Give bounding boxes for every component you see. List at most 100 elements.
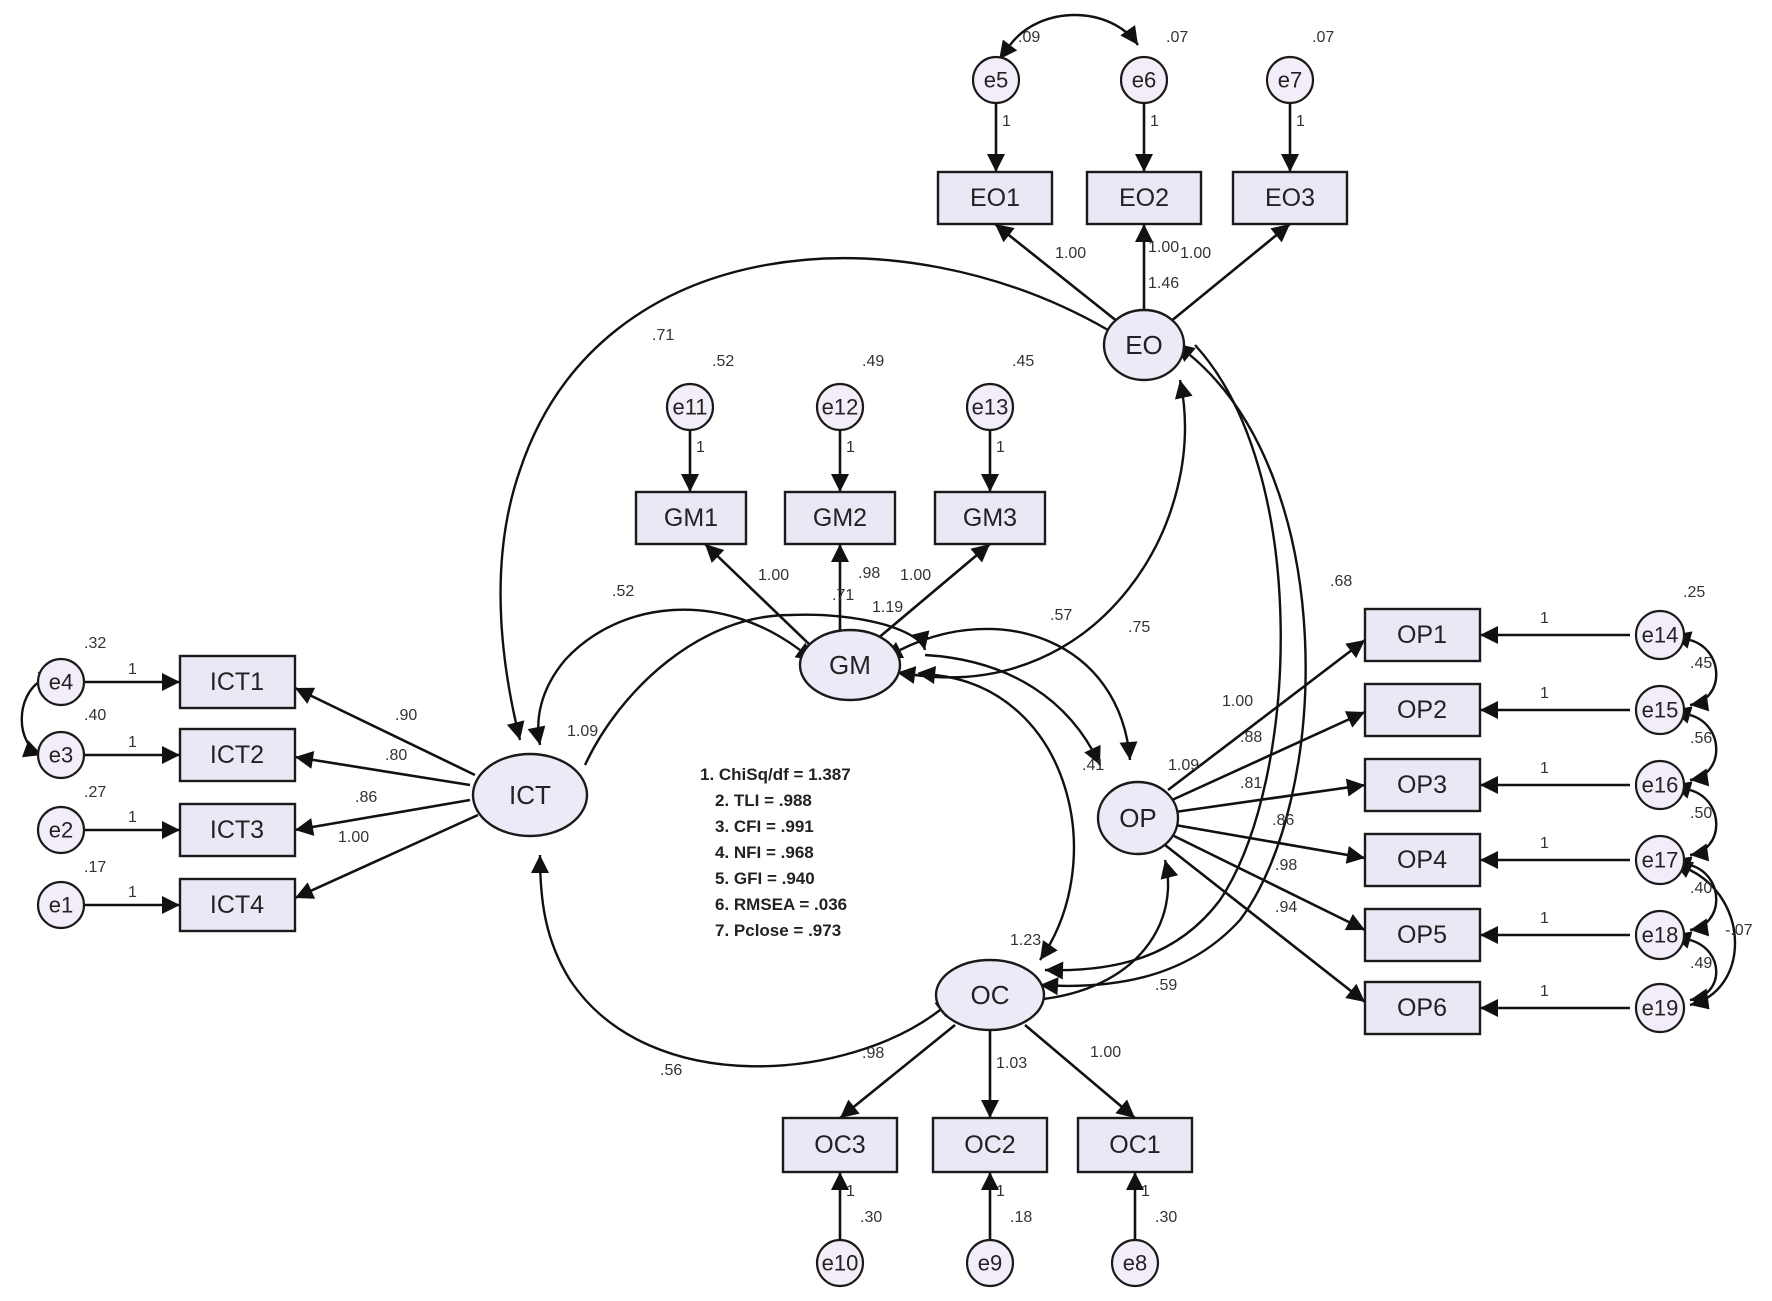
error-e6: e6	[1119, 55, 1169, 105]
error-e13: e13	[965, 382, 1015, 432]
fixed-e12: 1	[846, 439, 855, 456]
indicator-op3: OP3	[1363, 757, 1482, 813]
loading-eo1: 1.00	[1055, 245, 1086, 262]
loading-ict1: .90	[395, 707, 417, 724]
cov-e15-e16	[1672, 706, 1718, 787]
indicator-op6: OP6	[1363, 980, 1482, 1036]
path-op-op3	[1174, 778, 1366, 814]
latent-oc: OC	[934, 958, 1046, 1032]
error-e2: e2	[36, 805, 86, 855]
indicator-op4-label: OP4	[1397, 846, 1447, 874]
latent-eo: EO	[1102, 308, 1186, 382]
error-e2-label: e2	[49, 818, 73, 843]
loading-op5: .98	[1275, 857, 1297, 874]
weight-labels: .09 .07 .07 .52 .49 .45 .32 .40 .27 .17 …	[84, 29, 1753, 1226]
fixed-e14: 1	[1540, 610, 1549, 627]
fixed-e16: 1	[1540, 760, 1549, 777]
fit-chisq: 1. ChiSq/df = 1.387	[700, 765, 851, 784]
cov-e17-e18	[1672, 856, 1718, 937]
loading-oc1: 1.00	[1090, 1044, 1121, 1061]
error-e11-label: e11	[672, 395, 707, 420]
fixed-e7: 1	[1296, 113, 1305, 130]
indicator-eo3: EO3	[1231, 170, 1349, 226]
indicator-ict3-label: ICT3	[210, 816, 264, 844]
ecov-e17-e19: -.07	[1725, 922, 1753, 939]
indicator-ict1: ICT1	[178, 654, 297, 710]
cov-e17-e19	[1673, 861, 1737, 1010]
loading-op2: .88	[1240, 729, 1262, 746]
path-ict-ict3	[294, 798, 471, 836]
var-e1: .17	[84, 859, 106, 876]
latent-ict-label: ICT	[509, 780, 551, 810]
indicator-op1: OP1	[1363, 607, 1482, 663]
indicator-gm1: GM1	[634, 490, 748, 546]
latent-gm: GM	[798, 628, 902, 702]
var-e9: .18	[1010, 1209, 1032, 1226]
error-e11: e11	[665, 382, 715, 432]
indicator-gm3-label: GM3	[963, 504, 1017, 532]
cov-label-gm-mid: 1.19	[872, 599, 903, 616]
latent-gm-label: GM	[829, 650, 871, 680]
cov-eo-oc-2	[1044, 344, 1282, 980]
indicator-eo1: EO1	[936, 170, 1054, 226]
indicator-op4: OP4	[1363, 832, 1482, 888]
error-e9-label: e9	[978, 1251, 1002, 1276]
latent-covariances	[499, 257, 1307, 1068]
var-e5: .09	[1018, 29, 1040, 46]
cov-label-gm-eo: .75	[1128, 619, 1150, 636]
cov-gm-op-2	[924, 653, 1102, 766]
fit-rmsea: 6. RMSEA = .036	[715, 895, 847, 914]
ecov-e17-e18: .40	[1690, 880, 1712, 897]
cov-label-gm-var: .71	[832, 587, 854, 604]
indicator-oc2: OC2	[931, 1116, 1049, 1174]
cov-e16-e17	[1672, 781, 1718, 862]
path-op-op5	[1171, 833, 1366, 932]
cov-label-eo-ict: .71	[652, 327, 674, 344]
error-e3: e3	[36, 730, 86, 780]
latent-ict: ICT	[471, 752, 589, 838]
path-op-op6	[1164, 843, 1366, 1004]
var-e4: .32	[84, 635, 106, 652]
indicator-ict2-label: ICT2	[210, 741, 264, 769]
error-e7-label: e7	[1278, 68, 1302, 93]
var-e11: .52	[712, 353, 734, 370]
fit-indices: 1. ChiSq/df = 1.387 2. TLI = .988 3. CFI…	[700, 765, 851, 940]
error-e18: e18	[1634, 909, 1686, 961]
cov-label-gm-oc: .41	[1082, 757, 1104, 774]
fixed-e19: 1	[1540, 983, 1549, 1000]
var-e14: .25	[1683, 584, 1705, 601]
fixed-e2: 1	[128, 809, 137, 826]
var-e10: .30	[860, 1209, 882, 1226]
cov-e4-e3	[20, 671, 58, 758]
error-e10: e10	[815, 1238, 865, 1288]
indicator-gm2: GM2	[783, 490, 897, 546]
error-paths	[84, 102, 1630, 1240]
error-e12-label: e12	[822, 395, 859, 420]
latent-oc-label: OC	[971, 980, 1010, 1010]
fixed-e10: 1	[846, 1183, 855, 1200]
cov-e5-e6	[999, 13, 1139, 60]
cov-eo-oc	[1039, 343, 1307, 996]
fixed-e9: 1	[996, 1183, 1005, 1200]
indicator-boxes: EO1 EO2 EO3 GM1 GM2 GM3 ICT1 ICT2 ICT3 I…	[178, 170, 1482, 1174]
cov-label-oc-ict: .56	[660, 1062, 682, 1079]
fixed-e13: 1	[996, 439, 1005, 456]
error-e16-label: e16	[1642, 773, 1679, 798]
fixed-e1: 1	[128, 884, 137, 901]
error-e5: e5	[971, 55, 1021, 105]
latent-op: OP	[1096, 780, 1180, 856]
indicator-op1-label: OP1	[1397, 621, 1447, 649]
latent-eo-label: EO	[1125, 330, 1163, 360]
loading-gm1: 1.00	[758, 567, 789, 584]
error-e17: e17	[1634, 834, 1686, 886]
indicator-gm1-label: GM1	[664, 504, 718, 532]
cov-eo-ict	[499, 257, 1124, 741]
loading-op3: .81	[1240, 775, 1262, 792]
var-e3: .40	[84, 707, 106, 724]
path-eo-eo1	[994, 222, 1119, 324]
loading-gm3: 1.00	[900, 567, 931, 584]
fixed-e4: 1	[128, 661, 137, 678]
fixed-e8: 1	[1141, 1183, 1150, 1200]
fit-gfi: 5. GFI = .940	[715, 869, 815, 888]
